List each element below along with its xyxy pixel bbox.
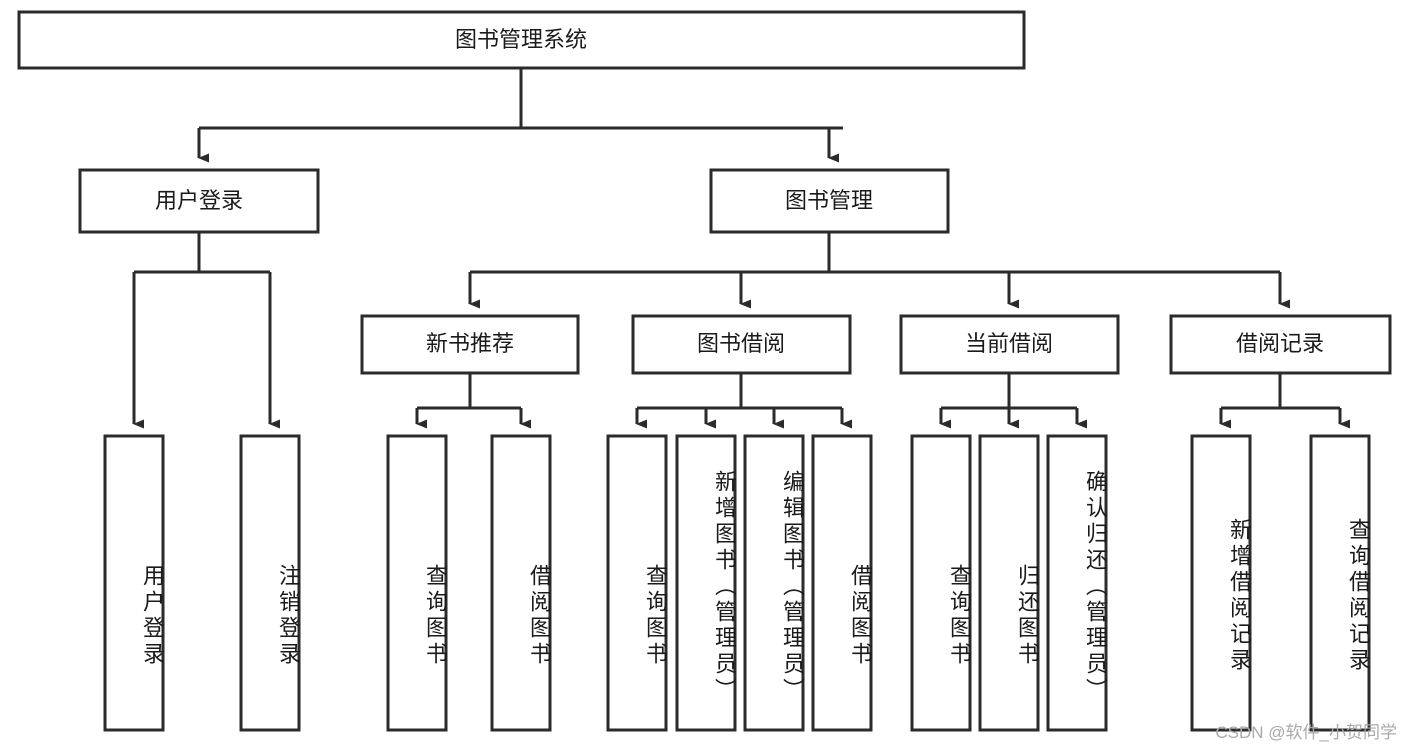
node-leaf-user-logout-box[interactable] (239, 434, 301, 732)
connector-group-current-borrow (939, 373, 1087, 429)
watermark-text: CSDN @软件_小贺同学 (1215, 723, 1397, 742)
connector-group-root (197, 68, 843, 163)
node-leaf-query-book-1-box[interactable] (386, 434, 448, 732)
connector-group-new-book-rec (415, 373, 531, 429)
node-current-borrow-box[interactable] (899, 314, 1120, 375)
node-current-borrow-label: 当前借阅 (965, 331, 1053, 356)
connector-group-book-manage (468, 232, 1290, 309)
node-leaf-query-record-box[interactable] (1309, 434, 1371, 732)
node-leaf-add-record-box[interactable] (1190, 434, 1252, 732)
node-leaf-edit-book-box[interactable] (743, 434, 805, 732)
node-book-manage-label: 图书管理 (785, 188, 873, 213)
node-book-manage[interactable]: 图书管理 (709, 168, 950, 234)
node-leaf-user-login-box[interactable] (103, 434, 165, 732)
node-book-borrow-box[interactable] (631, 314, 852, 375)
connector-group-borrow-record (1219, 373, 1350, 429)
node-leaf-query-book-3-box[interactable] (910, 434, 972, 732)
node-borrow-record-box[interactable] (1169, 314, 1392, 375)
node-book-manage-box[interactable] (709, 168, 950, 234)
node-new-book-rec-label: 新书推荐 (426, 331, 514, 356)
node-leaf-query-book-2-box[interactable] (606, 434, 668, 732)
node-book-borrow[interactable]: 图书借阅 (631, 314, 852, 375)
connector-group-book-borrow (635, 373, 852, 429)
node-new-book-rec[interactable]: 新书推荐 (360, 314, 580, 375)
node-root-label: 图书管理系统 (455, 27, 587, 52)
node-leaf-borrow-book-1-box[interactable] (490, 434, 552, 732)
node-leaf-return-book-box[interactable] (978, 434, 1040, 732)
node-leaf-borrow-book-2-box[interactable] (811, 434, 873, 732)
node-leaf-add-book-box[interactable] (675, 434, 737, 732)
node-borrow-record[interactable]: 借阅记录 (1169, 314, 1392, 375)
node-book-borrow-label: 图书借阅 (697, 331, 785, 356)
node-leaf-confirm-return-box[interactable] (1046, 434, 1108, 732)
node-current-borrow[interactable]: 当前借阅 (899, 314, 1120, 375)
connector-group-user-login (132, 232, 280, 429)
node-user-login[interactable]: 用户登录 (78, 168, 320, 234)
node-root[interactable]: 图书管理系统 (17, 10, 1026, 70)
node-borrow-record-label: 借阅记录 (1236, 331, 1324, 356)
node-user-login-box[interactable] (78, 168, 320, 234)
node-new-book-rec-box[interactable] (360, 314, 580, 375)
node-root-box[interactable] (17, 10, 1026, 70)
node-user-login-label: 用户登录 (155, 188, 243, 213)
